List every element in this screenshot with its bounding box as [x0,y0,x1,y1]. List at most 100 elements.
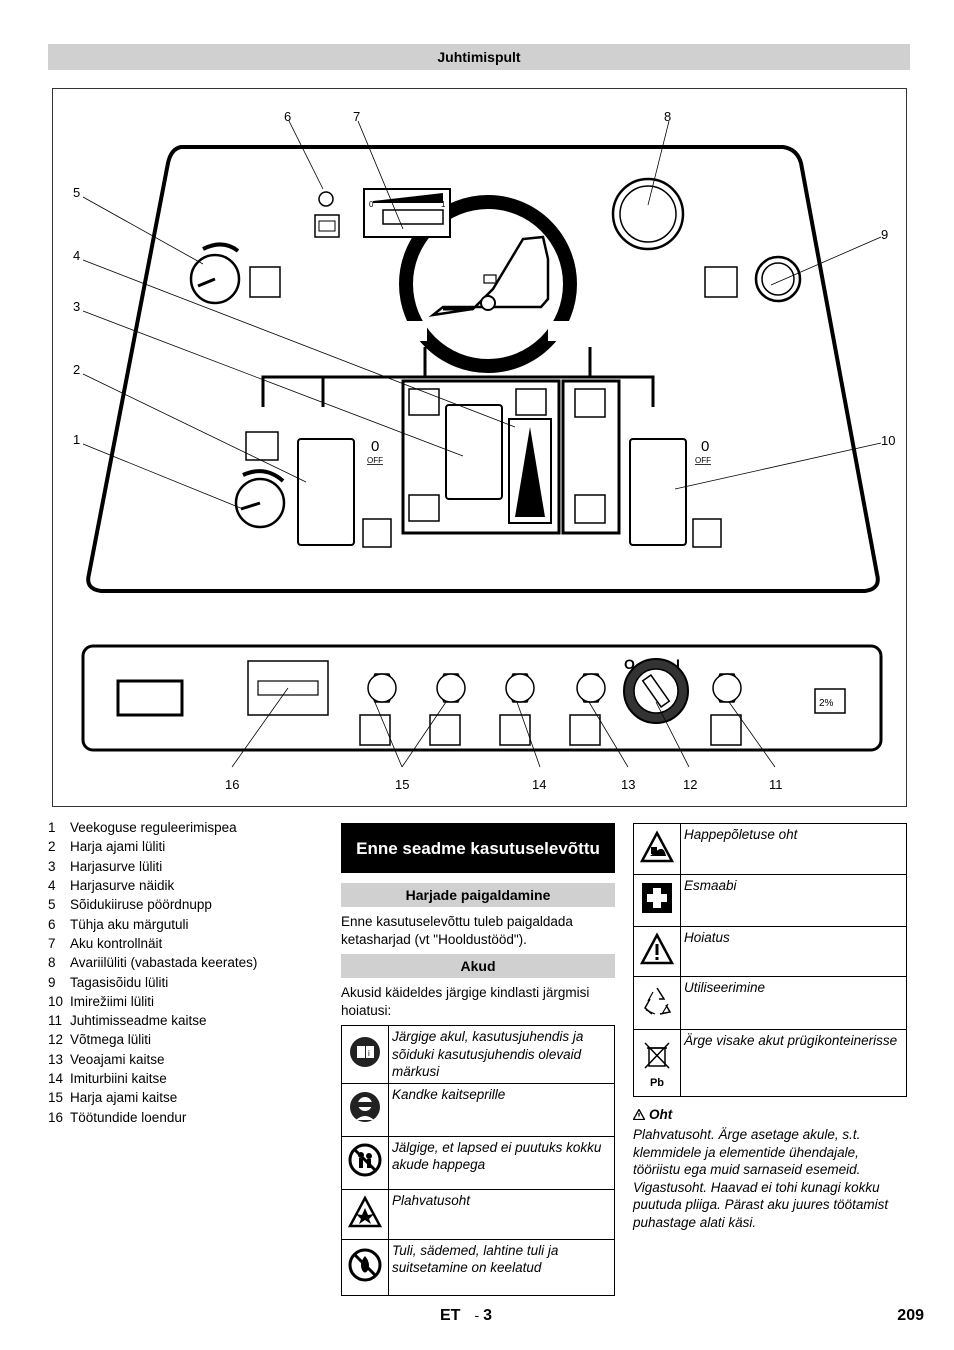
brush-pressure-indicator [508,418,552,524]
legend-item: 13 Veoajami kaitse [48,1050,338,1069]
callout-number: 16 [225,777,239,792]
legend-number: 13 [48,1051,64,1067]
empty-battery-lamp [318,191,334,207]
symbol-text: Tuli, sädemed, lahtine tuli ja suitsetam… [388,1238,615,1296]
legend-item: 3 Harjasurve lüliti [48,857,338,876]
legend-number: 3 [48,858,56,874]
no-bin-icon: Pb [633,1029,681,1097]
lead-label: Pb [649,1076,665,1089]
brush-install-heading: Harjade paigaldamine [341,883,615,907]
danger-heading: Oht [633,1107,907,1122]
callout-number: 14 [532,777,546,792]
symbol-text: Plahvatusoht [388,1188,615,1240]
no-fire-icon [341,1238,389,1296]
legend-number: 2 [48,839,56,855]
symbol-row: Esmaabi [633,874,907,927]
legend-label: Harjasurve lüliti [70,858,163,874]
batteries-text: Akusid käideldes järgige kindlasti järgm… [341,985,590,1018]
legend-label: Harja ajami kaitse [70,1090,178,1106]
legend-item: 16 Töötundide loendur [48,1107,338,1126]
legend-number: 9 [48,974,56,990]
brush-pressure-switch [445,404,503,500]
brush-drive-switch [297,438,355,546]
symbol-text: Jälgige, et lapsed ei puutuks kokku akud… [388,1135,615,1190]
callout-number: 6 [284,109,291,124]
callout-number: 13 [621,777,635,792]
legend-number: 10 [48,993,64,1009]
legend-label: Avariilüliti (vabastada keerates) [70,955,258,971]
legend-label: Töötundide loendur [70,1109,187,1125]
legend-label: Juhtimisseadme kaitse [70,1013,207,1029]
callout-number: 1 [73,432,80,447]
legend-number: 15 [48,1090,64,1106]
symbol-row: Kandke kaitseprille [341,1082,615,1137]
legend-number: 14 [48,1071,64,1086]
svg-text:OFF: OFF [367,456,383,465]
legend-label: Võtmega lüliti [70,1032,152,1048]
brush-install-text: Enne kasutuselevõttu tuleb paigaldada ke… [341,914,573,947]
legend-number: 5 [48,897,56,913]
legend-label: Imiturbiini kaitse [70,1071,167,1086]
footer-language: ET-3 [440,1307,493,1324]
symbol-text: Ärge visake akut prügikonteinerisse [680,1029,907,1097]
symbol-row: Tuli, sädemed, lahtine tuli ja suitsetam… [341,1238,615,1296]
legend-label: Imirežiimi lüliti [70,993,154,1009]
callout-number: 8 [664,109,671,124]
legend-number: 12 [48,1032,64,1048]
goggles-icon [341,1082,389,1137]
no-children-icon [341,1135,389,1190]
callout-number: 5 [73,185,80,200]
callout-number: 10 [881,433,895,448]
legend-label: Veoajami kaitse [70,1051,165,1067]
legend-item: 12 Võtmega lüliti [48,1030,338,1049]
first-aid-icon [633,874,681,927]
callout-number: 11 [769,777,783,792]
legend-item: 5 Sõidukiiruse pöördnupp [48,895,338,914]
symbol-row: Utiliseerimine [633,976,907,1030]
svg-text:0: 0 [371,438,379,455]
symbol-text: Kandke kaitseprille [388,1082,615,1137]
symbol-row: Hoiatus [633,926,907,977]
explosion-icon [341,1188,389,1240]
symbol-row: Pb Ärge visake akut prügikonteinerisse [633,1029,907,1097]
svg-text:0: 0 [701,438,709,455]
symbol-text: Esmaabi [680,874,907,927]
start-up-header: Enne seadme kasutuselevõttu [341,823,615,873]
legend-number: 1 [48,820,56,836]
legend-number: 16 [48,1109,64,1125]
emergency-stop [611,177,685,251]
gauge-min-label: 0 [369,200,374,209]
legend-number: 6 [48,916,56,932]
warning-icon [633,1109,645,1120]
danger-text: Plahvatusoht. Ärge asetage akule, s.t. k… [633,1127,889,1230]
legend-number: 7 [48,935,56,951]
middle-column: Enne seadme kasutuselevõttu Harjade paig… [341,823,615,1296]
warning-icon [633,926,681,977]
hour-counter [257,680,319,696]
svg-text:i: i [368,1049,370,1058]
legend-number: 4 [48,878,56,894]
legend-item: 9 Tagasisõidu lüliti [48,972,338,991]
manual-icon: i [341,1025,389,1084]
legend-label: Sõidukiiruse pöördnupp [70,897,212,913]
lower-panel [81,644,883,752]
callout-number: 3 [73,299,80,314]
callout-number: 4 [73,248,80,263]
suction-mode-switch [629,438,687,546]
legend-label: Tühja aku märgutuli [70,916,189,932]
symbol-row: Happepõletuse oht [633,823,907,875]
symbol-text: Hoiatus [680,926,907,977]
legend-label: Tagasisõidu lüliti [70,974,169,990]
section-title: Juhtimispult [48,44,910,70]
